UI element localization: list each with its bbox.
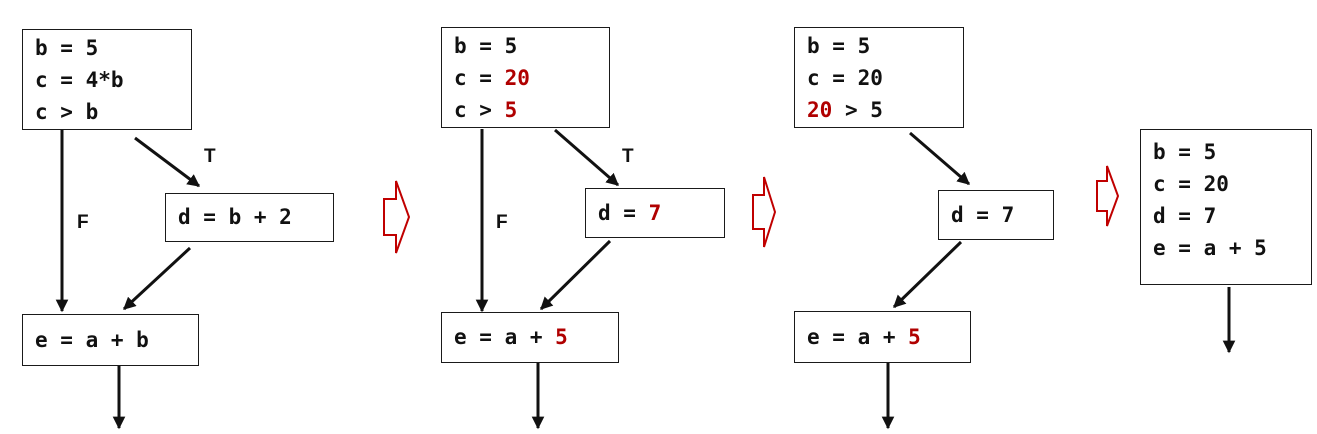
constant-value: 7 <box>648 200 662 225</box>
merge-block-3: e = a + 5 <box>794 311 971 363</box>
code-line: b = 5 <box>35 36 99 60</box>
code-line: c = 20 <box>454 62 597 94</box>
code-text: > 5 <box>832 98 883 122</box>
code-line: b = 5 <box>1153 140 1217 164</box>
code-line: c = 4*b <box>35 68 124 92</box>
code-line: b = 5 <box>454 30 597 62</box>
edge-label-true-2: T <box>622 146 634 167</box>
transition-arrow-1 <box>383 180 411 254</box>
code-line: d = 7 <box>951 202 1015 227</box>
edge-label-true-1: T <box>204 146 216 167</box>
merged-block-4: b = 5 c = 20 d = 7 e = a + 5 <box>1140 129 1312 285</box>
code-line: e = a + 5 <box>807 324 921 349</box>
branch-block-3: d = 7 <box>938 190 1054 240</box>
code-text: b = 5 <box>807 34 871 58</box>
code-text: c = <box>454 66 505 90</box>
entry-block-2: b = 5 c = 20 c > 5 <box>441 27 610 128</box>
edge-true-1 <box>134 136 201 188</box>
code-line: c > b <box>35 100 99 124</box>
constant-value: 5 <box>504 98 518 122</box>
constant-value: 20 <box>504 66 530 90</box>
edge-branch-merge-1 <box>122 246 192 311</box>
code-line: d = b + 2 <box>178 205 292 229</box>
entry-block-1: b = 5 c = 4*b c > b <box>22 29 192 130</box>
branch-block-2: d = 7 <box>585 188 725 238</box>
code-line: c = 20 <box>1153 172 1229 196</box>
constant-value: 5 <box>555 325 568 349</box>
code-line: d = 7 <box>598 200 662 225</box>
code-line: b = 5 <box>807 30 951 62</box>
code-line: c = 20 <box>807 62 951 94</box>
code-text: e = a + <box>454 325 556 349</box>
code-text: c > <box>454 98 505 122</box>
edge-entry-branch-3 <box>909 131 970 186</box>
code-line: 20 > 5 <box>807 94 951 126</box>
constant-value: 20 <box>807 98 833 122</box>
transition-arrow-3 <box>1096 165 1120 227</box>
branch-block-1: d = b + 2 <box>165 193 334 242</box>
code-line: e = a + 5 <box>454 327 568 348</box>
code-line: d = 7 <box>1153 204 1217 228</box>
code-text: d = <box>598 200 649 225</box>
edge-label-false-1: F <box>77 212 89 233</box>
code-line: c > 5 <box>454 94 597 126</box>
code-text: c = 20 <box>807 66 883 90</box>
code-text: e = a + <box>807 324 909 349</box>
edge-label-false-2: F <box>496 212 508 233</box>
constant-value: 5 <box>908 324 921 349</box>
merge-block-2: e = a + 5 <box>441 312 619 363</box>
edge-true-2 <box>554 128 619 187</box>
edge-branch-merge-3 <box>892 240 963 309</box>
code-text: b = 5 <box>454 34 518 58</box>
entry-block-3: b = 5 c = 20 20 > 5 <box>794 27 964 128</box>
code-line: e = a + 5 <box>1153 236 1267 260</box>
transition-arrow-2 <box>752 176 777 248</box>
merge-block-1: e = a + b <box>22 314 199 366</box>
edge-branch-merge-2 <box>539 239 612 311</box>
code-line: e = a + b <box>35 327 149 352</box>
